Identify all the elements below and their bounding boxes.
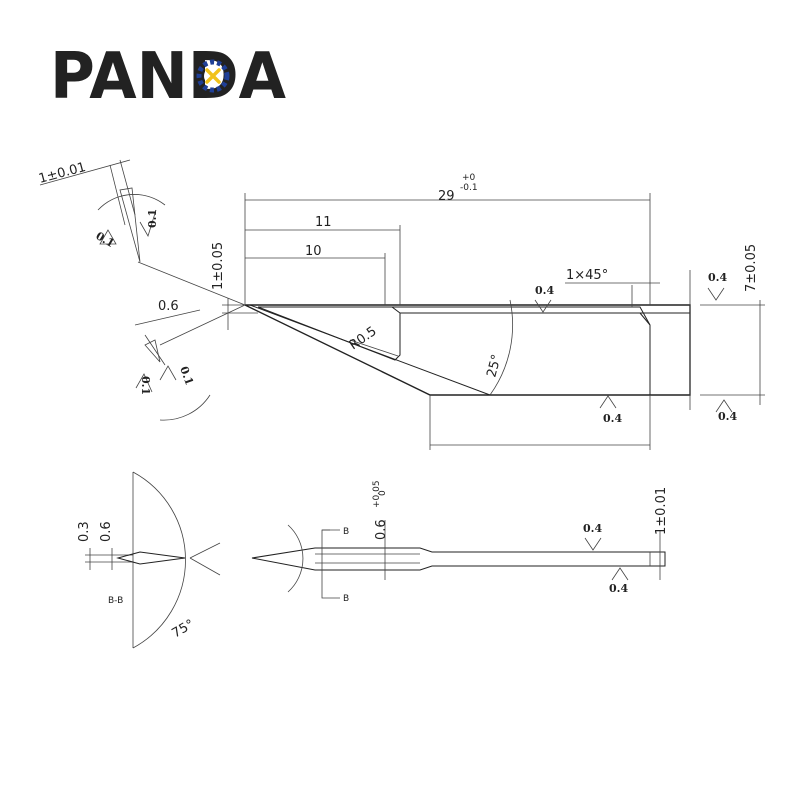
logo-text: PANDA: [50, 44, 286, 106]
dim-bottom-tol-top: +0.05: [372, 480, 382, 508]
section-marker-bottom: B: [343, 594, 349, 604]
dim-bottom-06: 0.6: [374, 519, 389, 540]
dim-tol-bottom: -0.1: [460, 183, 478, 193]
roughness-r8: 0.4: [718, 410, 737, 423]
section-marker-top: B: [343, 527, 349, 537]
dimension-lines-top: [39, 159, 765, 450]
dim-length-10: 10: [305, 244, 322, 259]
roughness-r10: 0.4: [609, 582, 628, 595]
dim-chamfer: 1×45°: [566, 268, 608, 283]
roughness-r6: 0.4: [708, 271, 727, 284]
section-label: B-B: [108, 596, 123, 606]
blade-side-view: [251, 520, 666, 599]
roughness-symbols-top: [99, 209, 733, 413]
dim-length-11: 11: [315, 215, 332, 230]
dim-radius: R0.5: [347, 324, 380, 353]
dim-thickness: 1±0.05: [211, 242, 226, 290]
roughness-r2: 0.1: [94, 229, 117, 250]
roughness-r7: 0.4: [603, 412, 622, 425]
dim-bottom-tol-bottom: 0: [378, 490, 388, 496]
dim-height: 7±0.05: [744, 244, 759, 292]
roughness-r1: 0.1: [146, 209, 159, 228]
gear-icon: [196, 59, 230, 93]
roughness-r9: 0.4: [583, 522, 602, 535]
roughness-r3: 0.1: [177, 365, 196, 387]
panda-logo: PANDA: [50, 44, 286, 106]
dim-bottom-thickness: 1±0.01: [654, 487, 669, 535]
section-bb-view: [85, 471, 221, 649]
dim-overall-length: 29: [438, 189, 455, 204]
roughness-r4: 0.1: [139, 376, 152, 395]
dim-angle-75: 75°: [170, 617, 197, 642]
dim-tip-width: 1±0.01: [37, 160, 87, 187]
dim-06-left: 0.6: [99, 521, 114, 542]
dim-03: 0.3: [77, 521, 92, 542]
roughness-r5: 0.4: [535, 284, 554, 297]
dim-tip-06: 0.6: [158, 299, 179, 314]
dim-tol-top: +0: [462, 173, 476, 183]
dim-angle-25: 25°: [484, 353, 504, 379]
